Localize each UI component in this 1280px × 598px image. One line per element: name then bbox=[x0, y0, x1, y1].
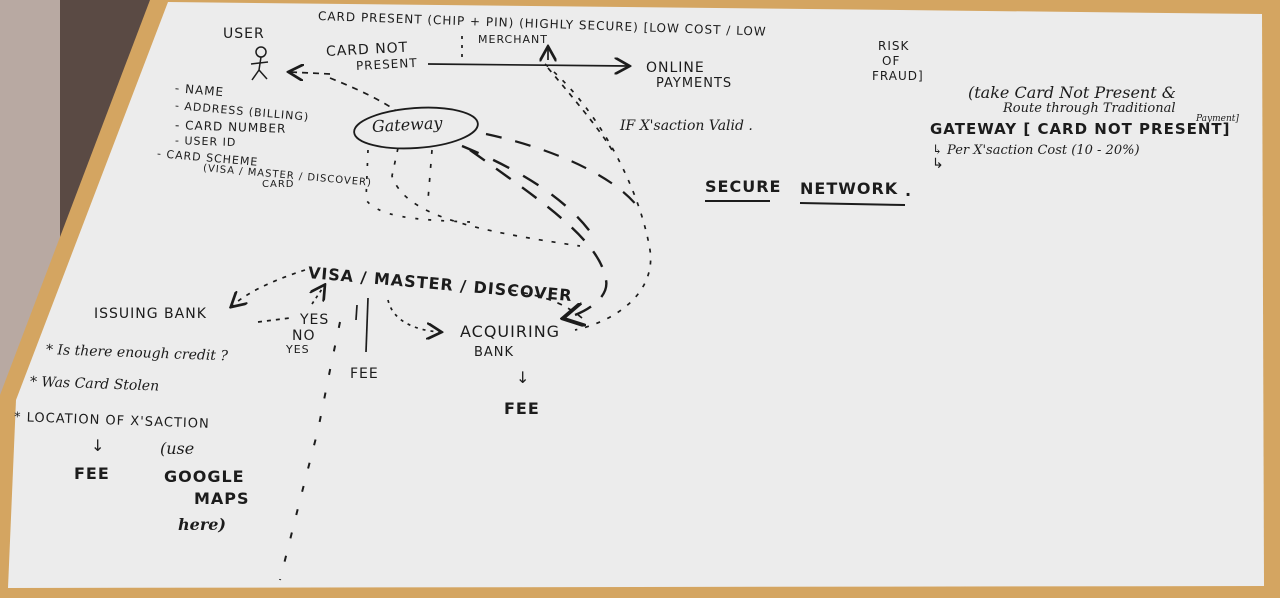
acquiring-fee-label: FEE bbox=[504, 399, 540, 418]
network-fee-label: FEE bbox=[350, 366, 379, 382]
gateway-label: Gateway bbox=[371, 113, 443, 136]
of-label: OF bbox=[882, 54, 901, 68]
if-transaction-valid-label: IF X'saction Valid . bbox=[620, 118, 753, 134]
side-note-line3: GATEWAY [ CARD NOT PRESENT] bbox=[930, 120, 1231, 138]
side-note-line4: ↳ Per X'saction Cost (10 - 20%) bbox=[932, 143, 1140, 158]
acquiring-bank-line1: ACQUIRING bbox=[460, 322, 561, 341]
maps-note-line4: here) bbox=[178, 515, 226, 534]
response-yes-2: YES bbox=[286, 343, 310, 356]
maps-note-line2: GOOGLE bbox=[164, 467, 245, 486]
card-not-present-line2: PRESENT bbox=[355, 55, 418, 73]
side-note-line5: ↳ bbox=[932, 156, 944, 172]
user-attr-card: CARD bbox=[262, 179, 295, 190]
acquiring-bank-line2: BANK bbox=[474, 345, 515, 360]
secure-network-word2: NETWORK bbox=[800, 179, 899, 198]
user-label: USER bbox=[223, 26, 265, 42]
side-note-line1: (take Card Not Present & bbox=[968, 83, 1176, 102]
risk-label: RISK bbox=[878, 39, 910, 53]
online-payments-line2: PAYMENTS bbox=[656, 76, 733, 91]
user-stick-figure-icon bbox=[250, 46, 269, 81]
flow-lines bbox=[232, 36, 652, 581]
merchant-label: MERCHANT bbox=[478, 33, 548, 46]
issuing-fee-label: FEE bbox=[74, 464, 110, 483]
maps-note-line3: MAPS bbox=[194, 489, 250, 508]
online-payments-line1: ONLINE bbox=[646, 60, 705, 76]
acquiring-down-arrow-icon: ↓ bbox=[516, 368, 530, 387]
issuing-bank-label: ISSUING BANK bbox=[94, 306, 207, 322]
maps-note-line1: (use bbox=[160, 439, 195, 458]
secure-network-word1: SECURE bbox=[705, 177, 782, 196]
response-no: NO bbox=[292, 328, 316, 344]
issuing-down-arrow-icon: ↓ bbox=[91, 436, 105, 455]
board-surface bbox=[8, 2, 1264, 588]
response-yes-1: YES bbox=[300, 312, 330, 328]
secure-network-dot: . bbox=[905, 181, 912, 200]
gateway-circle bbox=[353, 106, 479, 150]
secure-network-underline-2 bbox=[799, 202, 906, 206]
fraud-label: FRAUD] bbox=[872, 69, 924, 83]
side-note-line2: Route through Traditional bbox=[1003, 101, 1176, 116]
side-note-line2b: Payment] bbox=[1196, 114, 1239, 124]
